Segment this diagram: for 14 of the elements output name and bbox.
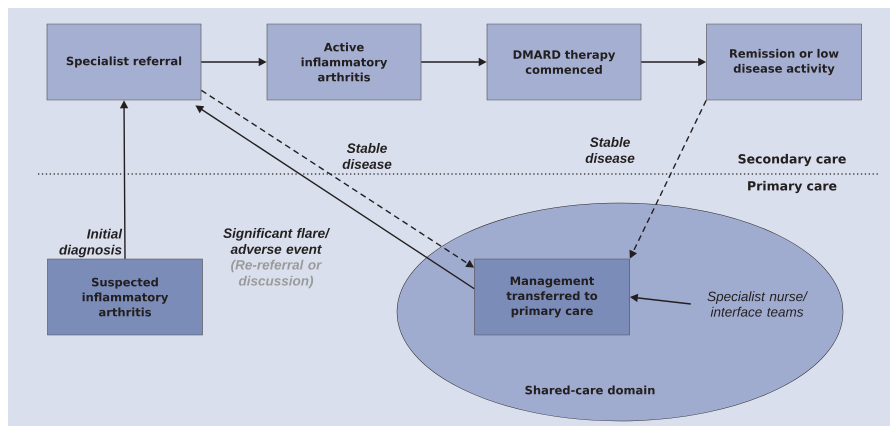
edge-label: Stable disease — [586, 137, 634, 163]
process-box: Active inflammatory arthritis — [266, 24, 422, 100]
edge-label: Significant flare/ adverse event — [223, 228, 330, 254]
region-label: Primary care — [748, 180, 836, 194]
process-box: Specialist referral — [46, 24, 202, 100]
annotation-text: Specialist nurse/ interface teams — [708, 291, 808, 317]
process-box: Suspected inflammatory arthritis — [47, 258, 203, 336]
edge-label: Initial diagnosis — [59, 228, 122, 258]
process-box: DMARD therapy commenced — [486, 24, 642, 100]
note-text: (Re-referral or discussion) — [231, 260, 322, 288]
process-box: Remission or low disease activity — [706, 24, 862, 100]
region-label: Secondary care — [738, 154, 846, 166]
edge-label: Stable disease — [342, 143, 392, 169]
process-box: Management transferred to primary care — [474, 258, 630, 336]
